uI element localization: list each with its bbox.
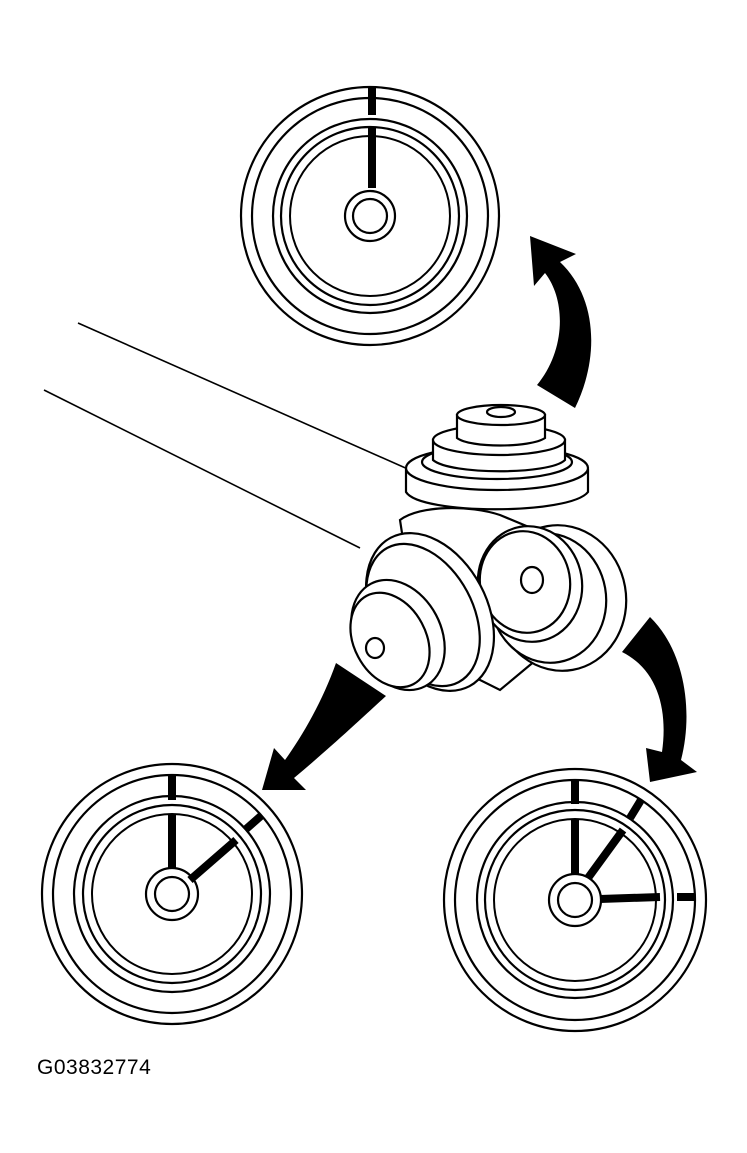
- top-dial: [239, 85, 501, 347]
- leader-line-upper: [77, 322, 411, 471]
- tripod-joint-spider: [349, 403, 628, 692]
- rotation-arrows: [262, 236, 697, 790]
- curved-arrow-down-right: [622, 617, 697, 782]
- curved-arrow-up: [530, 236, 592, 408]
- figure-id-label: G03832774: [37, 1056, 152, 1079]
- curved-arrow-down-left: [262, 663, 386, 790]
- bottom-left-dial: [40, 762, 304, 1026]
- left-roller: [349, 532, 496, 692]
- bottom-right-dial: [442, 767, 708, 1033]
- leader-lines: [43, 322, 411, 549]
- leader-line-lower: [43, 389, 361, 549]
- top-roller: [404, 403, 590, 511]
